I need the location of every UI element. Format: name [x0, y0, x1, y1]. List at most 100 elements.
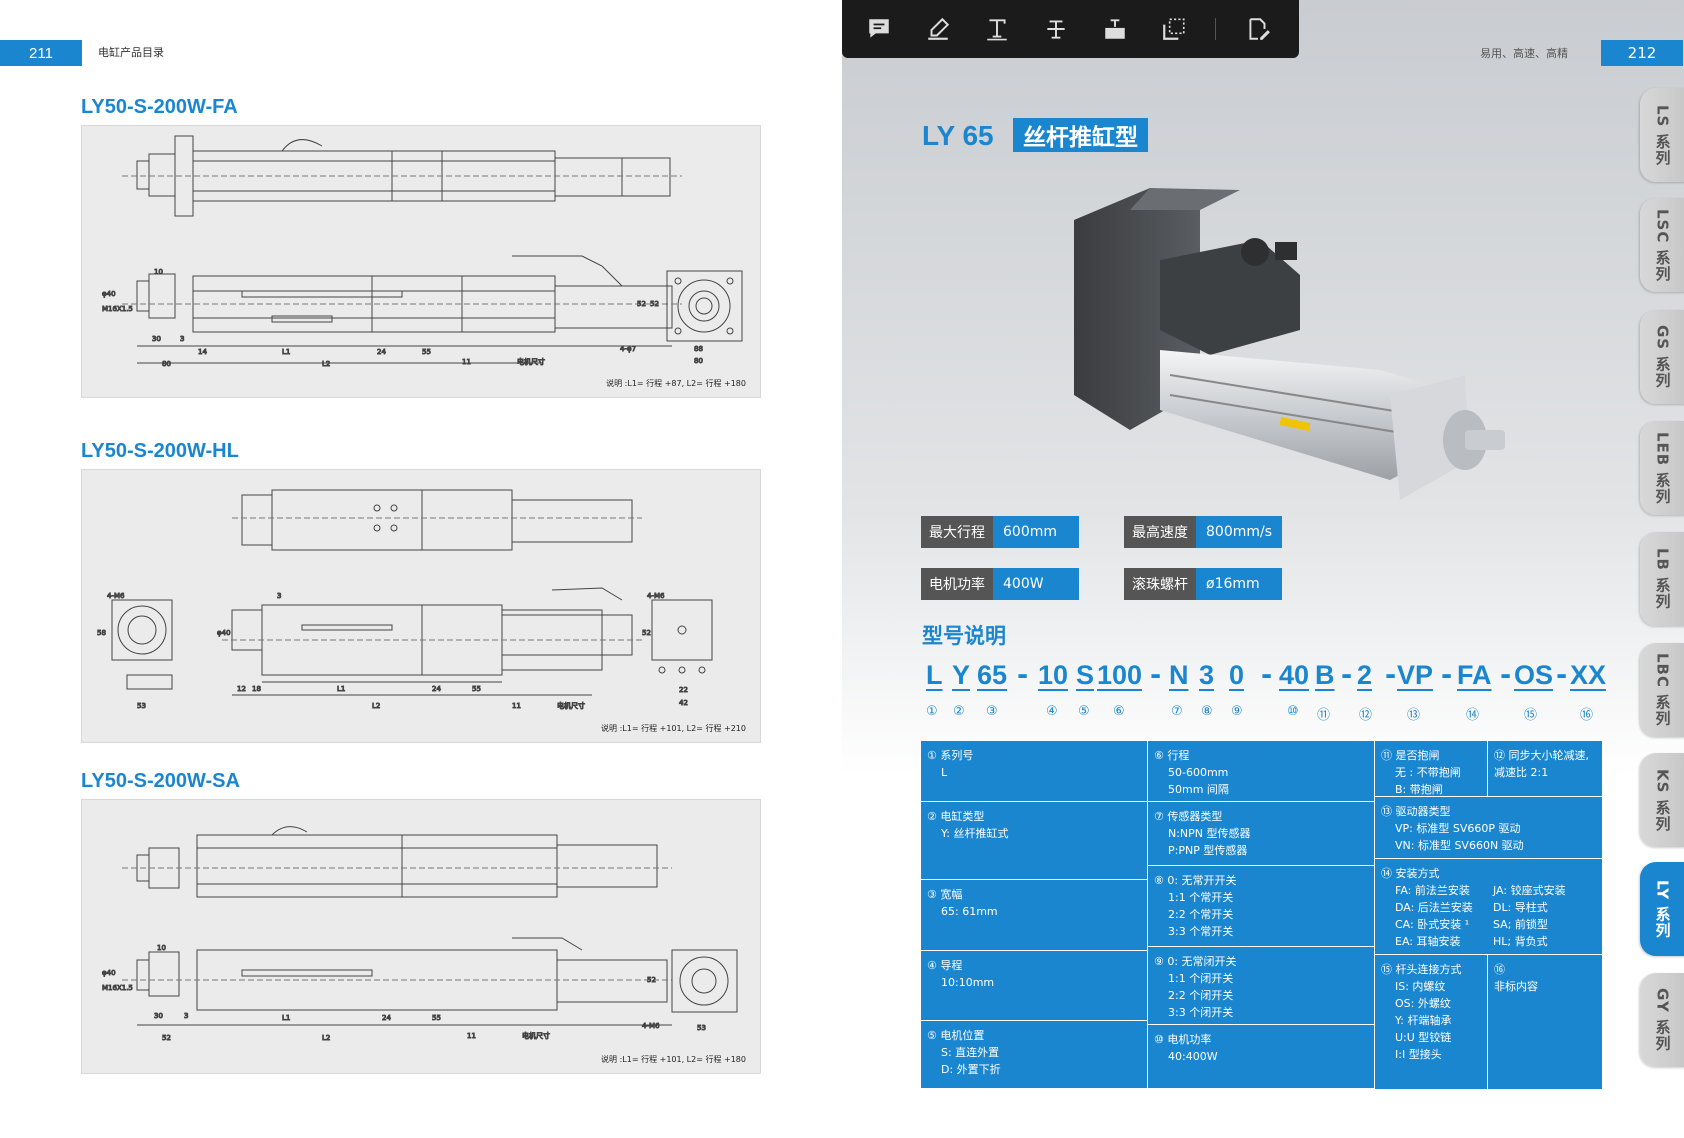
dim-label: 电机尺寸	[517, 357, 545, 366]
spec-value: 800mm/s	[1196, 516, 1282, 548]
area-select-icon[interactable]	[1156, 11, 1191, 47]
model-index: ⑬	[1407, 708, 1421, 723]
dim-label: 4-M6	[647, 592, 665, 600]
dim-label: L2	[372, 702, 380, 710]
dim-label: 52	[650, 300, 659, 308]
dim-label: 10	[154, 268, 163, 276]
dim-label: L1	[282, 1014, 290, 1022]
dim-label: 52	[162, 1034, 171, 1042]
product-type-badge: 丝杆推缸型	[1013, 118, 1148, 152]
model-segment: S	[1076, 660, 1095, 690]
spec-ball-screw: 滚珠螺杆 ø16mm	[1124, 568, 1282, 600]
dim-label: 52	[637, 300, 646, 308]
spec-value: 400W	[993, 568, 1079, 600]
model-segment: 65	[977, 660, 1008, 690]
model-index: ⑮	[1524, 708, 1538, 723]
dim-label: L1	[337, 685, 345, 693]
annotation-toolbar	[842, 0, 1299, 58]
model-segment: L	[926, 660, 943, 690]
spec-key: 最高速度	[1124, 516, 1196, 548]
dim-label: 55	[422, 348, 431, 356]
dim-label: L1	[282, 348, 290, 356]
toolbar-divider	[1215, 18, 1217, 40]
drawing-hl-lines: 4-M6 3 φ40 58 53 12 18 L1 24 55 11 电机尺寸 …	[97, 489, 713, 711]
drawing-fa: 10 φ40 M16X1.5 30 3 14 L1 24 55 11 电机尺寸 …	[81, 125, 761, 398]
comment-icon[interactable]	[862, 11, 897, 47]
dim-label: 30	[154, 1012, 163, 1020]
side-tab-gs[interactable]: GS 系列	[1640, 310, 1684, 404]
dim-label: 53	[697, 1024, 706, 1032]
model-segment: 3	[1199, 660, 1215, 690]
model-index: ③	[986, 704, 998, 719]
page-number-right: 212	[1601, 40, 1683, 66]
dim-label: 24	[377, 348, 386, 356]
text-box-icon[interactable]	[1097, 11, 1132, 47]
dim-label: 52	[647, 976, 656, 984]
dim-label: 14	[198, 348, 207, 356]
spec-key: 最大行程	[921, 516, 993, 548]
dim-label: φ40	[217, 629, 231, 637]
model-segment: N	[1169, 660, 1189, 690]
spec-motor-power: 电机功率 400W	[921, 568, 1079, 600]
drawing-note-fa: 说明 :L1= 行程 +87, L2= 行程 +180	[606, 379, 746, 388]
dim-label: 电机尺寸	[557, 701, 585, 710]
model-segment: VP	[1397, 660, 1434, 690]
side-tab-ls[interactable]: LS 系列	[1640, 88, 1684, 182]
dim-label: 55	[432, 1014, 441, 1022]
dim-label: 3	[277, 592, 281, 600]
dim-label: 4-φ7	[620, 345, 636, 353]
side-tab-ly[interactable]: LY 系列	[1640, 862, 1684, 956]
model-segment: XX	[1570, 660, 1607, 690]
side-tab-lsc[interactable]: LSC 系列	[1640, 198, 1684, 292]
side-tab-lbc[interactable]: LBC 系列	[1640, 643, 1684, 737]
model-index: ⑤	[1078, 704, 1090, 719]
highlight-pen-icon[interactable]	[921, 11, 956, 47]
model-segment: 0	[1229, 660, 1245, 690]
dim-label: 3	[180, 335, 184, 343]
model-segment: 100	[1097, 660, 1143, 690]
dim-label: 24	[382, 1014, 391, 1022]
spec-key: 电机功率	[921, 568, 993, 600]
model-segment: FA	[1457, 660, 1492, 690]
strikethrough-icon[interactable]	[1039, 11, 1074, 47]
model-index: ①	[926, 704, 938, 719]
text-icon[interactable]	[980, 11, 1015, 47]
dim-label: 52	[642, 629, 651, 637]
dim-label: 10	[157, 944, 166, 952]
dim-label: φ40	[102, 290, 116, 298]
model-dash: -	[1017, 660, 1029, 691]
dim-label: 53	[137, 702, 146, 710]
drawing-title-sa: LY50-S-200W-SA	[81, 770, 240, 792]
model-dash: -	[1556, 660, 1568, 691]
side-tab-gy[interactable]: GY 系列	[1640, 973, 1684, 1067]
dim-label: 80	[694, 357, 703, 365]
model-dash: -	[1341, 660, 1353, 691]
model-index: ⑧	[1201, 704, 1213, 719]
side-tab-leb[interactable]: LEB 系列	[1640, 421, 1684, 515]
dim-label: 11	[462, 358, 471, 366]
side-tab-ks[interactable]: KS 系列	[1640, 753, 1684, 847]
sign-icon[interactable]	[1240, 11, 1275, 47]
dim-label: 12	[237, 685, 246, 693]
dim-label: M16X1.5	[102, 984, 133, 992]
dim-label: 24	[432, 685, 441, 693]
side-tab-lb[interactable]: LB 系列	[1640, 532, 1684, 626]
dim-label: 22	[679, 686, 688, 694]
model-index: ⑨	[1231, 704, 1243, 719]
model-index: ②	[953, 704, 965, 719]
model-segment: 2	[1357, 660, 1373, 690]
model-segment: Y	[952, 660, 971, 690]
spec-value: ø16mm	[1196, 568, 1282, 600]
model-dash: -	[1441, 660, 1453, 691]
dim-label: 88	[694, 345, 703, 353]
